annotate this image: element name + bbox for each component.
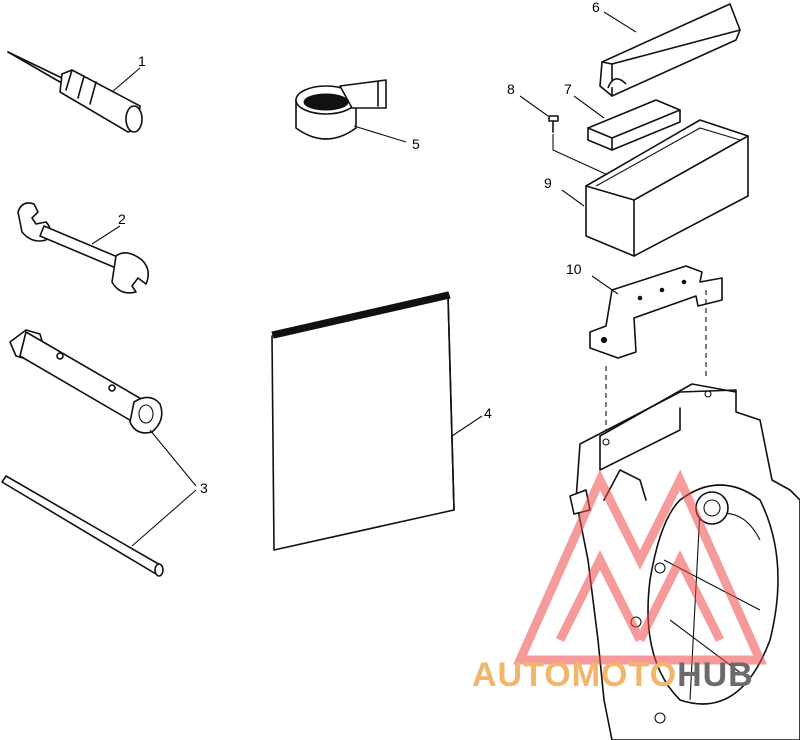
screwdriver-part <box>7 51 143 133</box>
leader-line-10 <box>591 275 619 295</box>
leader-line-3b <box>131 489 197 547</box>
callout-5: 5 <box>412 136 420 152</box>
leader-line-2 <box>91 225 121 245</box>
leader-line-9 <box>561 189 585 207</box>
watermark-text-part2: HUB <box>677 656 754 694</box>
spark-plug-wrench-part <box>9 329 163 434</box>
tape-roll-part <box>295 79 387 140</box>
callout-4: 4 <box>484 405 492 421</box>
watermark-text: AUTOMOTOHUB <box>472 656 754 695</box>
callout-8: 8 <box>507 81 515 97</box>
leader-line-4 <box>451 415 483 437</box>
callout-3: 3 <box>200 480 208 496</box>
tommy-bar-part <box>1 475 164 577</box>
leader-line-6 <box>603 11 637 33</box>
callout-9: 9 <box>544 175 552 191</box>
leader-line-8 <box>519 95 549 117</box>
battery-lid-part <box>599 3 741 97</box>
screw-part <box>548 115 559 133</box>
watermark-logo-icon <box>513 469 767 665</box>
callout-7: 7 <box>564 81 572 97</box>
leader-line-5 <box>353 125 407 143</box>
callout-6: 6 <box>592 0 600 15</box>
leader-line-3a <box>149 429 197 487</box>
wrench-part <box>17 202 150 294</box>
bracket-part <box>589 265 723 359</box>
callout-1: 1 <box>138 53 146 69</box>
callout-10: 10 <box>566 261 582 277</box>
battery-box-part <box>585 119 749 257</box>
manual-part <box>271 291 455 551</box>
callout-2: 2 <box>118 211 126 227</box>
battery-pad-part <box>587 99 681 151</box>
leader-line-7 <box>573 95 605 119</box>
watermark-text-part1: AUTOMOTO <box>472 656 678 694</box>
leader-line-1 <box>111 67 141 93</box>
